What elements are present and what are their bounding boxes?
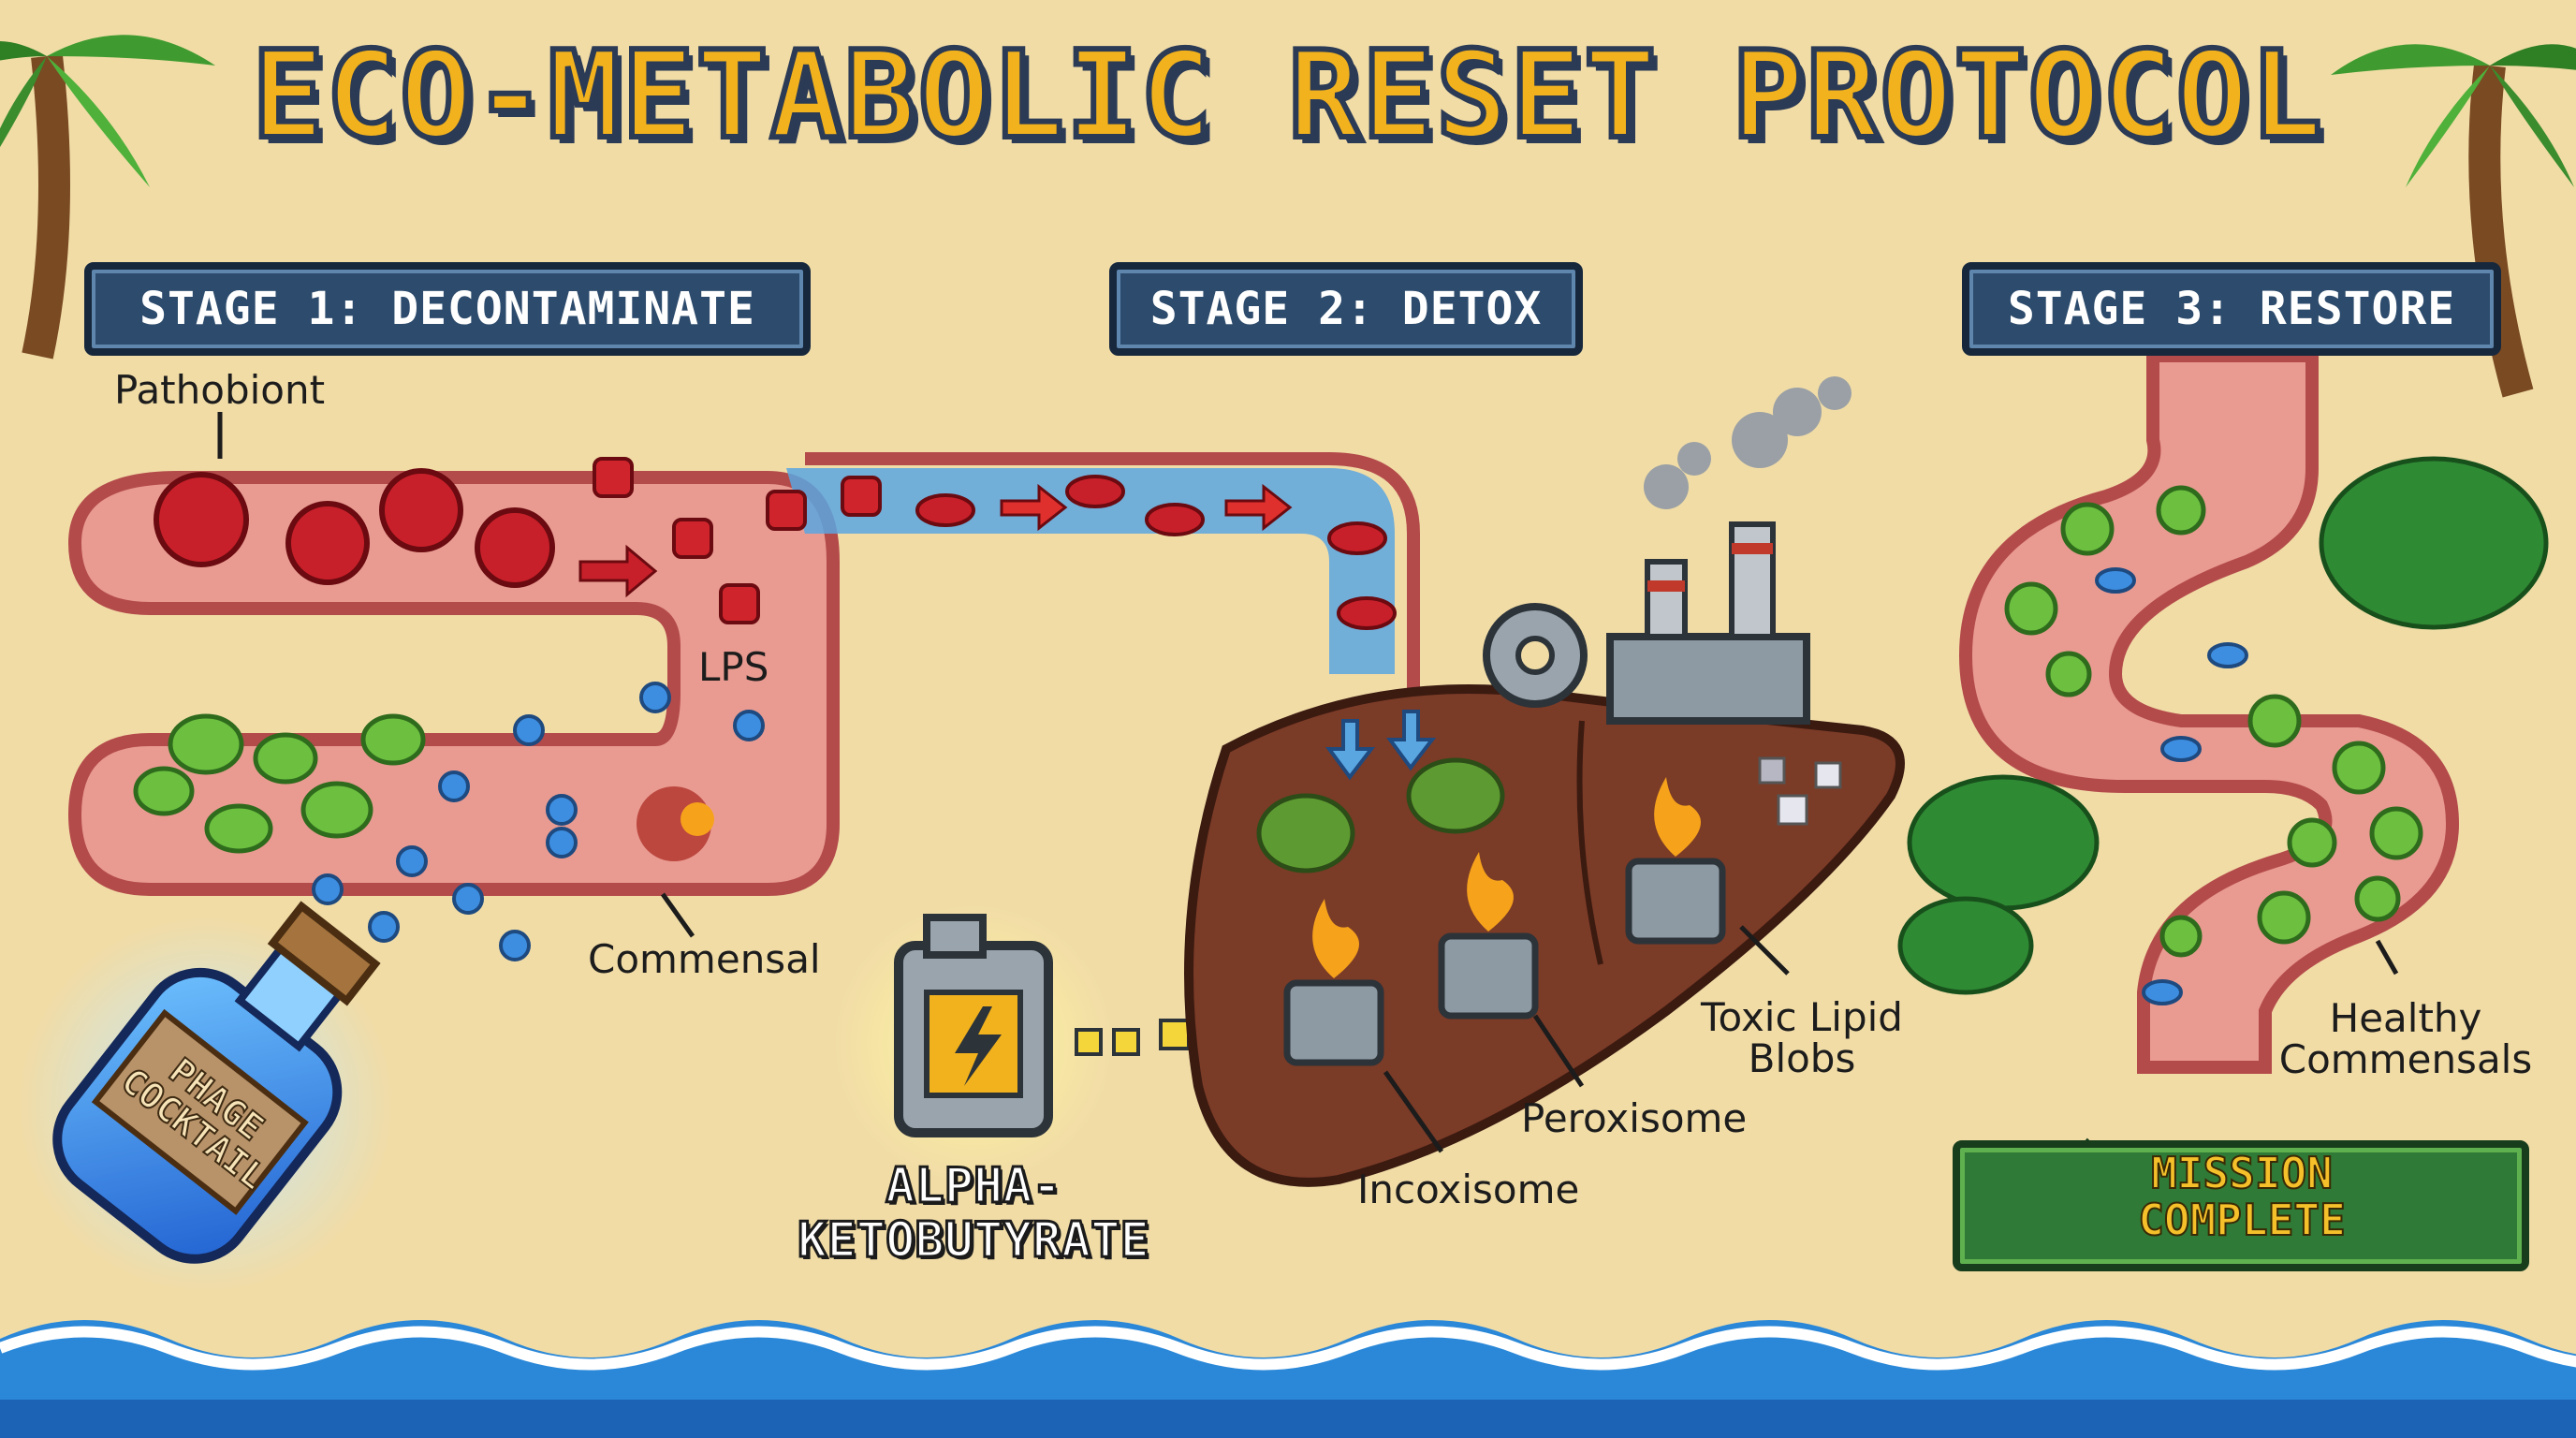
- toxic-line2: Blobs: [1748, 1035, 1856, 1081]
- palm-tree-icon: [2331, 44, 2576, 398]
- bottle-icon: [19, 901, 393, 1292]
- pathobiont-icon: [154, 468, 555, 588]
- gear-icon: [1483, 603, 1588, 708]
- mission-line1: MISSION: [2150, 1148, 2334, 1198]
- healthy-line1: Healthy: [2329, 995, 2482, 1041]
- peroxisome-label: Peroxisome: [1521, 1095, 1748, 1141]
- pointer-arrows: [217, 412, 2399, 1153]
- factory-icon: [1606, 521, 1810, 725]
- mission-line2: COMPLETE: [2137, 1195, 2347, 1245]
- page-title: ECO-METABOLIC RESET PROTOCOL: [249, 23, 2325, 169]
- healthy-commensals-label: Healthy Commensals: [2265, 998, 2546, 1080]
- ocean-wave-icon: [0, 1320, 2576, 1438]
- stage-2-box: STAGE 2: DETOX: [1109, 262, 1583, 356]
- phage-icon: [312, 682, 765, 961]
- red-blood-cell-icon: [2095, 567, 2248, 1005]
- foliage-icon: [1897, 456, 2549, 995]
- smoke-icon: [1644, 376, 1852, 509]
- lps-label: LPS: [698, 644, 769, 690]
- arrow-right-icon: [1000, 483, 1293, 532]
- akb-line1: ALPHA-: [885, 1158, 1063, 1215]
- pathobiont-label: Pathobiont: [114, 367, 326, 413]
- alpha-ketobutyrate-label: ALPHA- KETOBUTYRATE: [768, 1158, 1179, 1269]
- arrow-down-icon: [1325, 710, 1437, 781]
- flame-icon: [1312, 777, 1701, 978]
- lightning-icon: [955, 1006, 1002, 1086]
- stage-3-box: STAGE 3: RESTORE: [1962, 262, 2501, 356]
- organelle-burner-icon: [1283, 858, 1726, 1066]
- arrow-right-icon: [578, 544, 658, 598]
- commensal-bacteria-icon: [133, 713, 426, 854]
- healthy-line2: Commensals: [2278, 1036, 2533, 1082]
- lipid-blob-icon: [1256, 756, 1842, 873]
- toxic-line1: Toxic Lipid: [1701, 994, 1903, 1040]
- mission-complete-text: MISSION COMPLETE: [2087, 1148, 2396, 1245]
- akb-line2: KETOBUTYRATE: [797, 1212, 1151, 1269]
- red-blood-cell-icon: [915, 475, 1397, 630]
- skull-icon: [593, 457, 882, 624]
- commensal-bacteria-icon: [2004, 485, 2423, 958]
- stage-1-box: STAGE 1: DECONTAMINATE: [84, 262, 811, 356]
- palm-tree-icon: [0, 35, 215, 360]
- toxic-lipid-blobs-label: Toxic Lipid Blobs: [1676, 997, 1928, 1079]
- incoxisome-label: Incoxisome: [1357, 1167, 1580, 1212]
- commensal-label: Commensal: [588, 936, 821, 982]
- mission-complete-badge: [1953, 1140, 2529, 1271]
- burst-icon: [637, 786, 714, 861]
